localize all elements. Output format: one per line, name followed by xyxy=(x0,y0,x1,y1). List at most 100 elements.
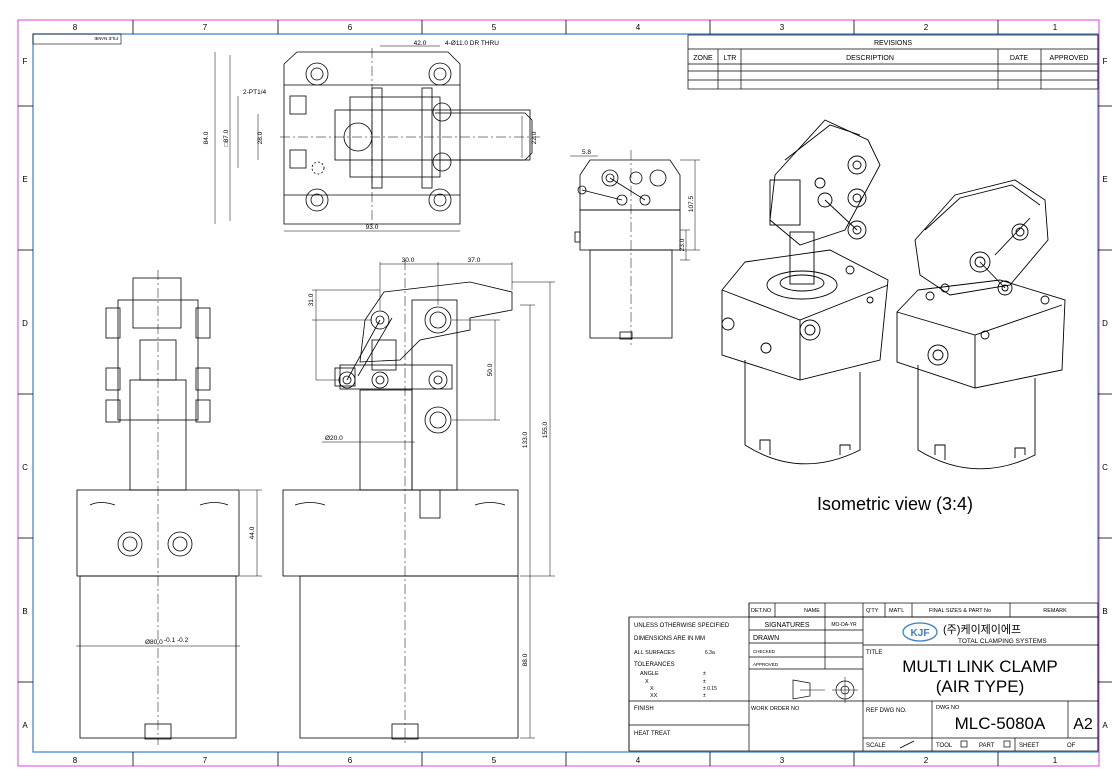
tb-x2: X xyxy=(650,686,654,692)
dim-label: □87.0 xyxy=(223,129,230,146)
tb-drawn: DRAWN xyxy=(753,635,779,642)
col-label: 1 xyxy=(1053,756,1058,765)
row-label: A xyxy=(22,721,28,730)
col-label: 4 xyxy=(636,23,641,32)
tb-surface-value: 6.3a xyxy=(705,650,715,656)
tb-pm2: ± xyxy=(703,679,706,685)
tb-title-label: TITLE xyxy=(866,650,882,656)
tb-checked: CHECKED xyxy=(753,649,776,654)
company-name-en: TOTAL CLAMPING SYSTEMS xyxy=(958,638,1047,645)
row-label: B xyxy=(1102,607,1107,616)
tb-xx: XX xyxy=(650,693,658,699)
tb-pm: ± xyxy=(703,671,706,677)
file-name-box: FILE NAME xyxy=(32,33,122,45)
col-label: 5 xyxy=(492,756,497,765)
front-view xyxy=(282,260,555,745)
tb-sheet: SHEET xyxy=(1019,743,1039,749)
tb-det-no: DET.NO xyxy=(751,608,772,614)
svg-text:FILE NAME: FILE NAME xyxy=(94,36,118,41)
rev-header: LTR xyxy=(724,55,737,62)
sheet-size: A2 xyxy=(1073,716,1093,733)
row-label: A xyxy=(1102,721,1108,730)
tb-remark: REMARK xyxy=(1043,608,1067,614)
col-label: 2 xyxy=(924,756,929,765)
dim-label: Ø80.0 xyxy=(145,639,163,646)
row-label: F xyxy=(1103,57,1108,66)
left-view xyxy=(76,270,262,745)
tb-angle: ANGLE xyxy=(640,671,659,677)
row-label: D xyxy=(22,319,28,328)
tb-finish: FINISH xyxy=(634,706,654,712)
rev-header: APPROVED xyxy=(1050,55,1089,62)
company-logo: KJF xyxy=(902,622,938,642)
tb-of: OF xyxy=(1067,743,1076,749)
tb-all-surfaces: ALL SURFACES xyxy=(634,650,675,656)
col-label: 8 xyxy=(73,756,78,765)
isometric-view-1 xyxy=(721,119,889,465)
tb-dims: DIMENSIONS ARE IN MM xyxy=(634,636,705,642)
tb-x: X xyxy=(645,679,649,685)
dim-label: 23.0 xyxy=(679,238,686,251)
row-label: B xyxy=(22,607,27,616)
col-label: 1 xyxy=(1053,23,1058,32)
dim-label: 42.0 xyxy=(414,40,427,47)
tb-part: PART xyxy=(979,743,995,749)
row-label: C xyxy=(1102,463,1108,472)
dim-label: 31.0 xyxy=(308,293,315,306)
row-label: E xyxy=(22,175,27,184)
isometric-view-2 xyxy=(896,179,1066,470)
dim-label: Ø20.0 xyxy=(325,435,343,442)
side-view-small xyxy=(570,150,700,345)
tb-mo-da-yr: MO-DA-YR xyxy=(831,622,857,628)
tb-matl: MAT'L xyxy=(889,608,904,614)
title-block-lines xyxy=(628,602,1099,752)
col-label: 3 xyxy=(780,23,785,32)
dim-label: -0.1 -0.2 xyxy=(164,637,189,644)
tb-approved: APPROVED xyxy=(753,662,779,667)
row-label: D xyxy=(1102,319,1108,328)
dim-label: 50.0 xyxy=(487,363,494,376)
rev-header: DATE xyxy=(1010,55,1028,62)
col-label: 6 xyxy=(348,23,353,32)
top-view xyxy=(214,45,540,232)
drawing-title-line1: MULTI LINK CLAMP xyxy=(902,657,1058,676)
rev-header: ZONE xyxy=(693,55,713,62)
col-label: 6 xyxy=(348,756,353,765)
dim-label: 155.0 xyxy=(542,421,549,438)
tb-final-sizes: FINAL SIZES & PART No xyxy=(929,608,991,614)
col-label: 7 xyxy=(203,756,208,765)
row-label: F xyxy=(23,57,28,66)
col-label: 7 xyxy=(203,23,208,32)
row-label: C xyxy=(22,463,28,472)
tb-tolerances: TOLERANCES xyxy=(634,662,675,668)
dim-label: 30.0 xyxy=(402,257,415,264)
col-label: 2 xyxy=(924,23,929,32)
tb-scale: SCALE xyxy=(866,743,886,749)
dim-label: 2-PT1/4 xyxy=(243,89,267,96)
tb-pm015: ± 0.15 xyxy=(703,686,717,692)
tb-signatures: SIGNATURES xyxy=(765,622,810,629)
zone-ticks xyxy=(18,20,1112,766)
tb-unless: UNLESS OTHERWISE SPECIFIED xyxy=(634,623,730,629)
isometric-caption: Isometric view (3:4) xyxy=(817,494,973,514)
col-label: 3 xyxy=(780,756,785,765)
col-label: 4 xyxy=(636,756,641,765)
tb-tool: TOOL xyxy=(936,743,953,749)
company-name-kr: (주)케이제이에프 xyxy=(943,623,1021,636)
dim-label: 37.0 xyxy=(468,257,481,264)
row-label: E xyxy=(1102,175,1107,184)
tb-name: NAME xyxy=(804,608,820,614)
drawing-title-line2: (AIR TYPE) xyxy=(936,677,1024,696)
revisions-title: REVISIONS xyxy=(874,40,912,47)
dim-label: 93.0 xyxy=(366,224,379,231)
dim-label: 107.5 xyxy=(688,195,695,212)
dim-label: 5.8 xyxy=(582,149,591,156)
dim-label: 88.0 xyxy=(522,653,529,666)
dim-label: 4-Ø11.0 DR THRU xyxy=(445,40,499,47)
dim-label: 22.0 xyxy=(531,131,538,144)
svg-text:KJF: KJF xyxy=(911,628,930,639)
tb-heat-treat: HEAT TREAT xyxy=(634,731,671,737)
drawing-number: MLC-5080A xyxy=(955,714,1046,733)
tb-ref-dwg: REF DWG NO. xyxy=(866,708,907,714)
